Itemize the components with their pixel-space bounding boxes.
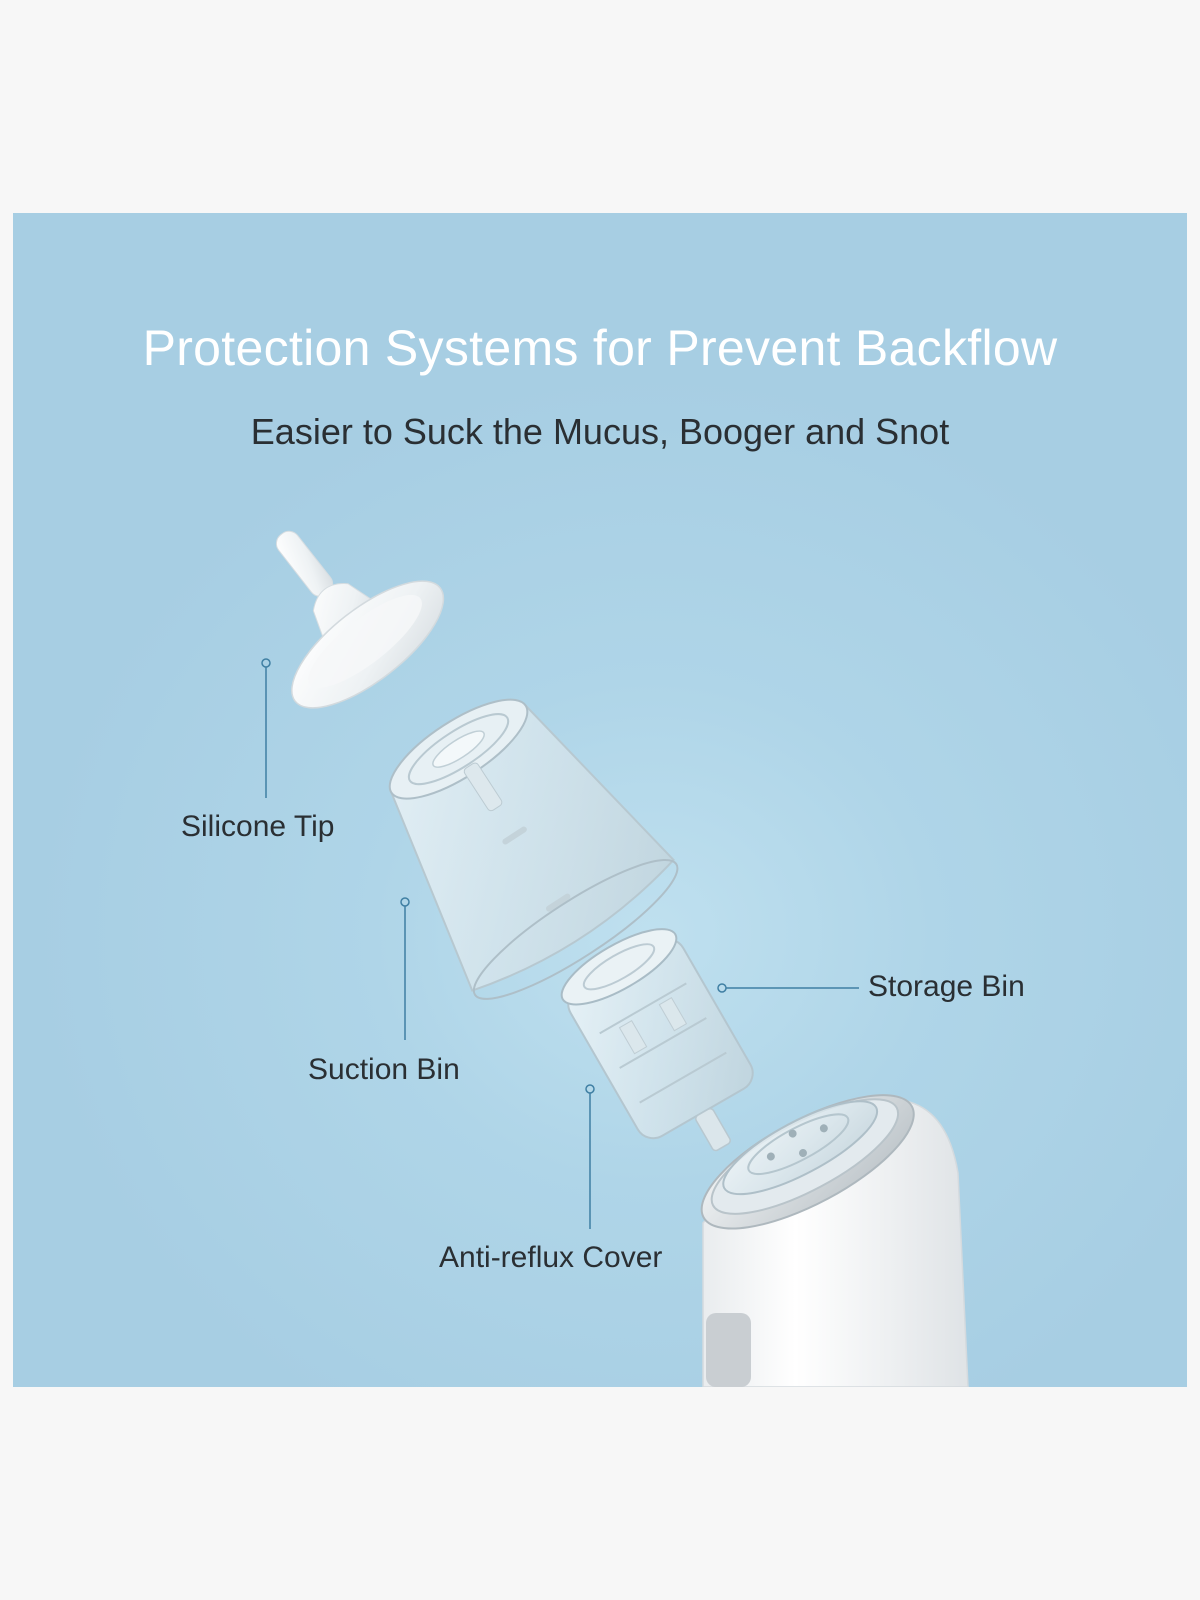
nasal-aspirator-illustration bbox=[275, 530, 969, 1387]
label-silicone-tip: Silicone Tip bbox=[181, 810, 335, 843]
label-storage-bin: Storage Bin bbox=[868, 970, 1025, 1003]
label-suction-bin: Suction Bin bbox=[308, 1053, 460, 1086]
silicone-tip-part bbox=[275, 530, 445, 709]
aspirator-body-part bbox=[700, 1094, 969, 1387]
callout-suction-bin bbox=[400, 897, 410, 1040]
page-title: Protection Systems for Prevent Backflow bbox=[142, 320, 1058, 376]
callout-storage-bin bbox=[717, 983, 859, 993]
callout-lines bbox=[261, 658, 859, 1229]
label-anti-reflux-cover: Anti-reflux Cover bbox=[439, 1241, 663, 1274]
page-subtitle: Easier to Suck the Mucus, Booger and Sno… bbox=[250, 411, 950, 452]
diagram-panel: Protection Systems for Prevent Backflow … bbox=[13, 213, 1187, 1387]
callout-anti-reflux-cover bbox=[585, 1084, 595, 1229]
storage-bin-part bbox=[560, 928, 754, 1152]
callout-silicone-tip bbox=[261, 658, 271, 798]
suction-bin-part bbox=[388, 698, 679, 1000]
